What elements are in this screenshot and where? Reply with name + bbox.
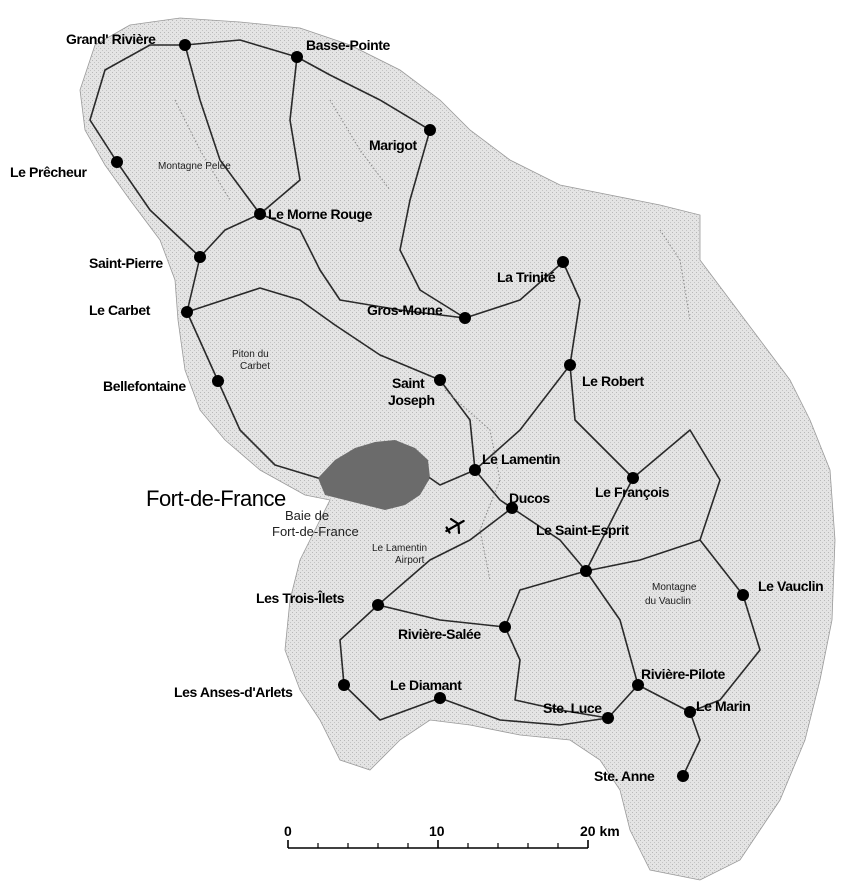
scale-label-0: 0 bbox=[284, 823, 292, 839]
town-label-le-precheur: Le Prêcheur bbox=[10, 164, 87, 180]
town-dot-le-francois bbox=[627, 472, 639, 484]
feature-label-airport-name: Le Lamentin bbox=[372, 543, 427, 554]
feature-label-montagne-pelee: Montagne Pelée bbox=[158, 161, 231, 172]
town-dot-ducos bbox=[506, 502, 518, 514]
feature-label-baie-de: Baie de bbox=[285, 508, 329, 523]
town-label-saint-joseph: Saint bbox=[392, 375, 425, 391]
town-label-les-trois-ilets: Les Trois-Îlets bbox=[256, 589, 345, 606]
town-label-le-morne-rouge: Le Morne Rouge bbox=[268, 206, 373, 222]
town-label-le-lamentin: Le Lamentin bbox=[482, 451, 560, 467]
town-label-le-carbet: Le Carbet bbox=[89, 302, 151, 318]
town-dot-le-morne-rouge bbox=[254, 208, 266, 220]
town-label-la-trinite: La Trinité bbox=[497, 269, 556, 285]
town-dot-le-marin bbox=[684, 706, 696, 718]
town-dot-saint-joseph-1 bbox=[434, 374, 446, 386]
town-dot-riviere-pilote bbox=[632, 679, 644, 691]
capital-label-fort-de-france: Fort-de-France bbox=[146, 486, 286, 511]
rivers bbox=[174, 99, 691, 581]
town-dot-le-carbet bbox=[181, 306, 193, 318]
town-dot-les-anses-darlets bbox=[338, 679, 350, 691]
town-label-le-diamant: Le Diamant bbox=[390, 677, 462, 693]
town-label-le-robert: Le Robert bbox=[582, 373, 644, 389]
town-label-ste-anne: Ste. Anne bbox=[594, 768, 655, 784]
feature-label-montagne-du-vauclin: Montagne bbox=[652, 582, 697, 593]
feature-label-montagne-du-vauclin-2: du Vauclin bbox=[645, 596, 691, 607]
town-label-riviere-salee: Rivière-Salée bbox=[398, 626, 481, 642]
town-label-le-francois: Le François bbox=[595, 484, 670, 500]
town-label-le-saint-esprit: Le Saint-Esprit bbox=[536, 522, 630, 538]
town-dot-riviere-salee bbox=[499, 621, 511, 633]
town-dot-basse-pointe bbox=[291, 51, 303, 63]
town-label-marigot: Marigot bbox=[369, 137, 417, 153]
town-dot-marigot bbox=[424, 124, 436, 136]
town-label-saint-joseph-2: Joseph bbox=[388, 392, 435, 408]
town-dot-grand-riviere bbox=[179, 39, 191, 51]
town-dot-bellefontaine bbox=[212, 375, 224, 387]
town-dot-le-diamant bbox=[434, 692, 446, 704]
airplane-icon bbox=[445, 517, 465, 535]
town-dot-ste-luce bbox=[602, 712, 614, 724]
town-label-grand-riviere: Grand' Rivière bbox=[66, 31, 156, 47]
scale-label-10: 10 bbox=[429, 823, 445, 839]
town-dot-gros-morne bbox=[459, 312, 471, 324]
town-label-basse-pointe: Basse-Pointe bbox=[306, 37, 391, 53]
feature-label-piton-du-carbet: Piton du bbox=[232, 349, 269, 360]
town-dot-le-lamentin bbox=[469, 464, 481, 476]
town-label-gros-morne: Gros-Morne bbox=[367, 302, 443, 318]
feature-label-airport: Airport bbox=[395, 555, 425, 566]
town-label-ste-luce: Ste. Luce bbox=[543, 700, 602, 716]
town-dot-les-trois-ilets bbox=[372, 599, 384, 611]
town-dot-le-vauclin bbox=[737, 589, 749, 601]
scale-bar: 0 10 20 km bbox=[284, 823, 620, 849]
town-label-ducos: Ducos bbox=[509, 490, 550, 506]
scale-label-20-km: 20 km bbox=[580, 823, 620, 839]
town-label-riviere-pilote: Rivière-Pilote bbox=[641, 666, 725, 682]
town-label-bellefontaine: Bellefontaine bbox=[103, 378, 186, 394]
town-label-le-marin: Le Marin bbox=[696, 698, 750, 714]
island-landmass bbox=[79, 17, 836, 881]
fort-de-france-urban-area bbox=[318, 440, 430, 510]
town-label-saint-pierre: Saint-Pierre bbox=[89, 255, 163, 271]
feature-label-piton-du-carbet-2: Carbet bbox=[240, 361, 270, 372]
town-label-les-anses-darlets: Les Anses-d'Arlets bbox=[174, 684, 293, 700]
town-dot-la-trinite bbox=[557, 256, 569, 268]
town-dots bbox=[111, 39, 749, 782]
town-dot-saint-pierre bbox=[194, 251, 206, 263]
town-dot-ste-anne bbox=[677, 770, 689, 782]
town-dot-le-saint-esprit bbox=[580, 565, 592, 577]
feature-label-fort-de-france-bay: Fort-de-France bbox=[272, 524, 359, 539]
town-label-le-vauclin: Le Vauclin bbox=[758, 578, 823, 594]
town-dot-le-precheur bbox=[111, 156, 123, 168]
town-dot-le-robert bbox=[564, 359, 576, 371]
